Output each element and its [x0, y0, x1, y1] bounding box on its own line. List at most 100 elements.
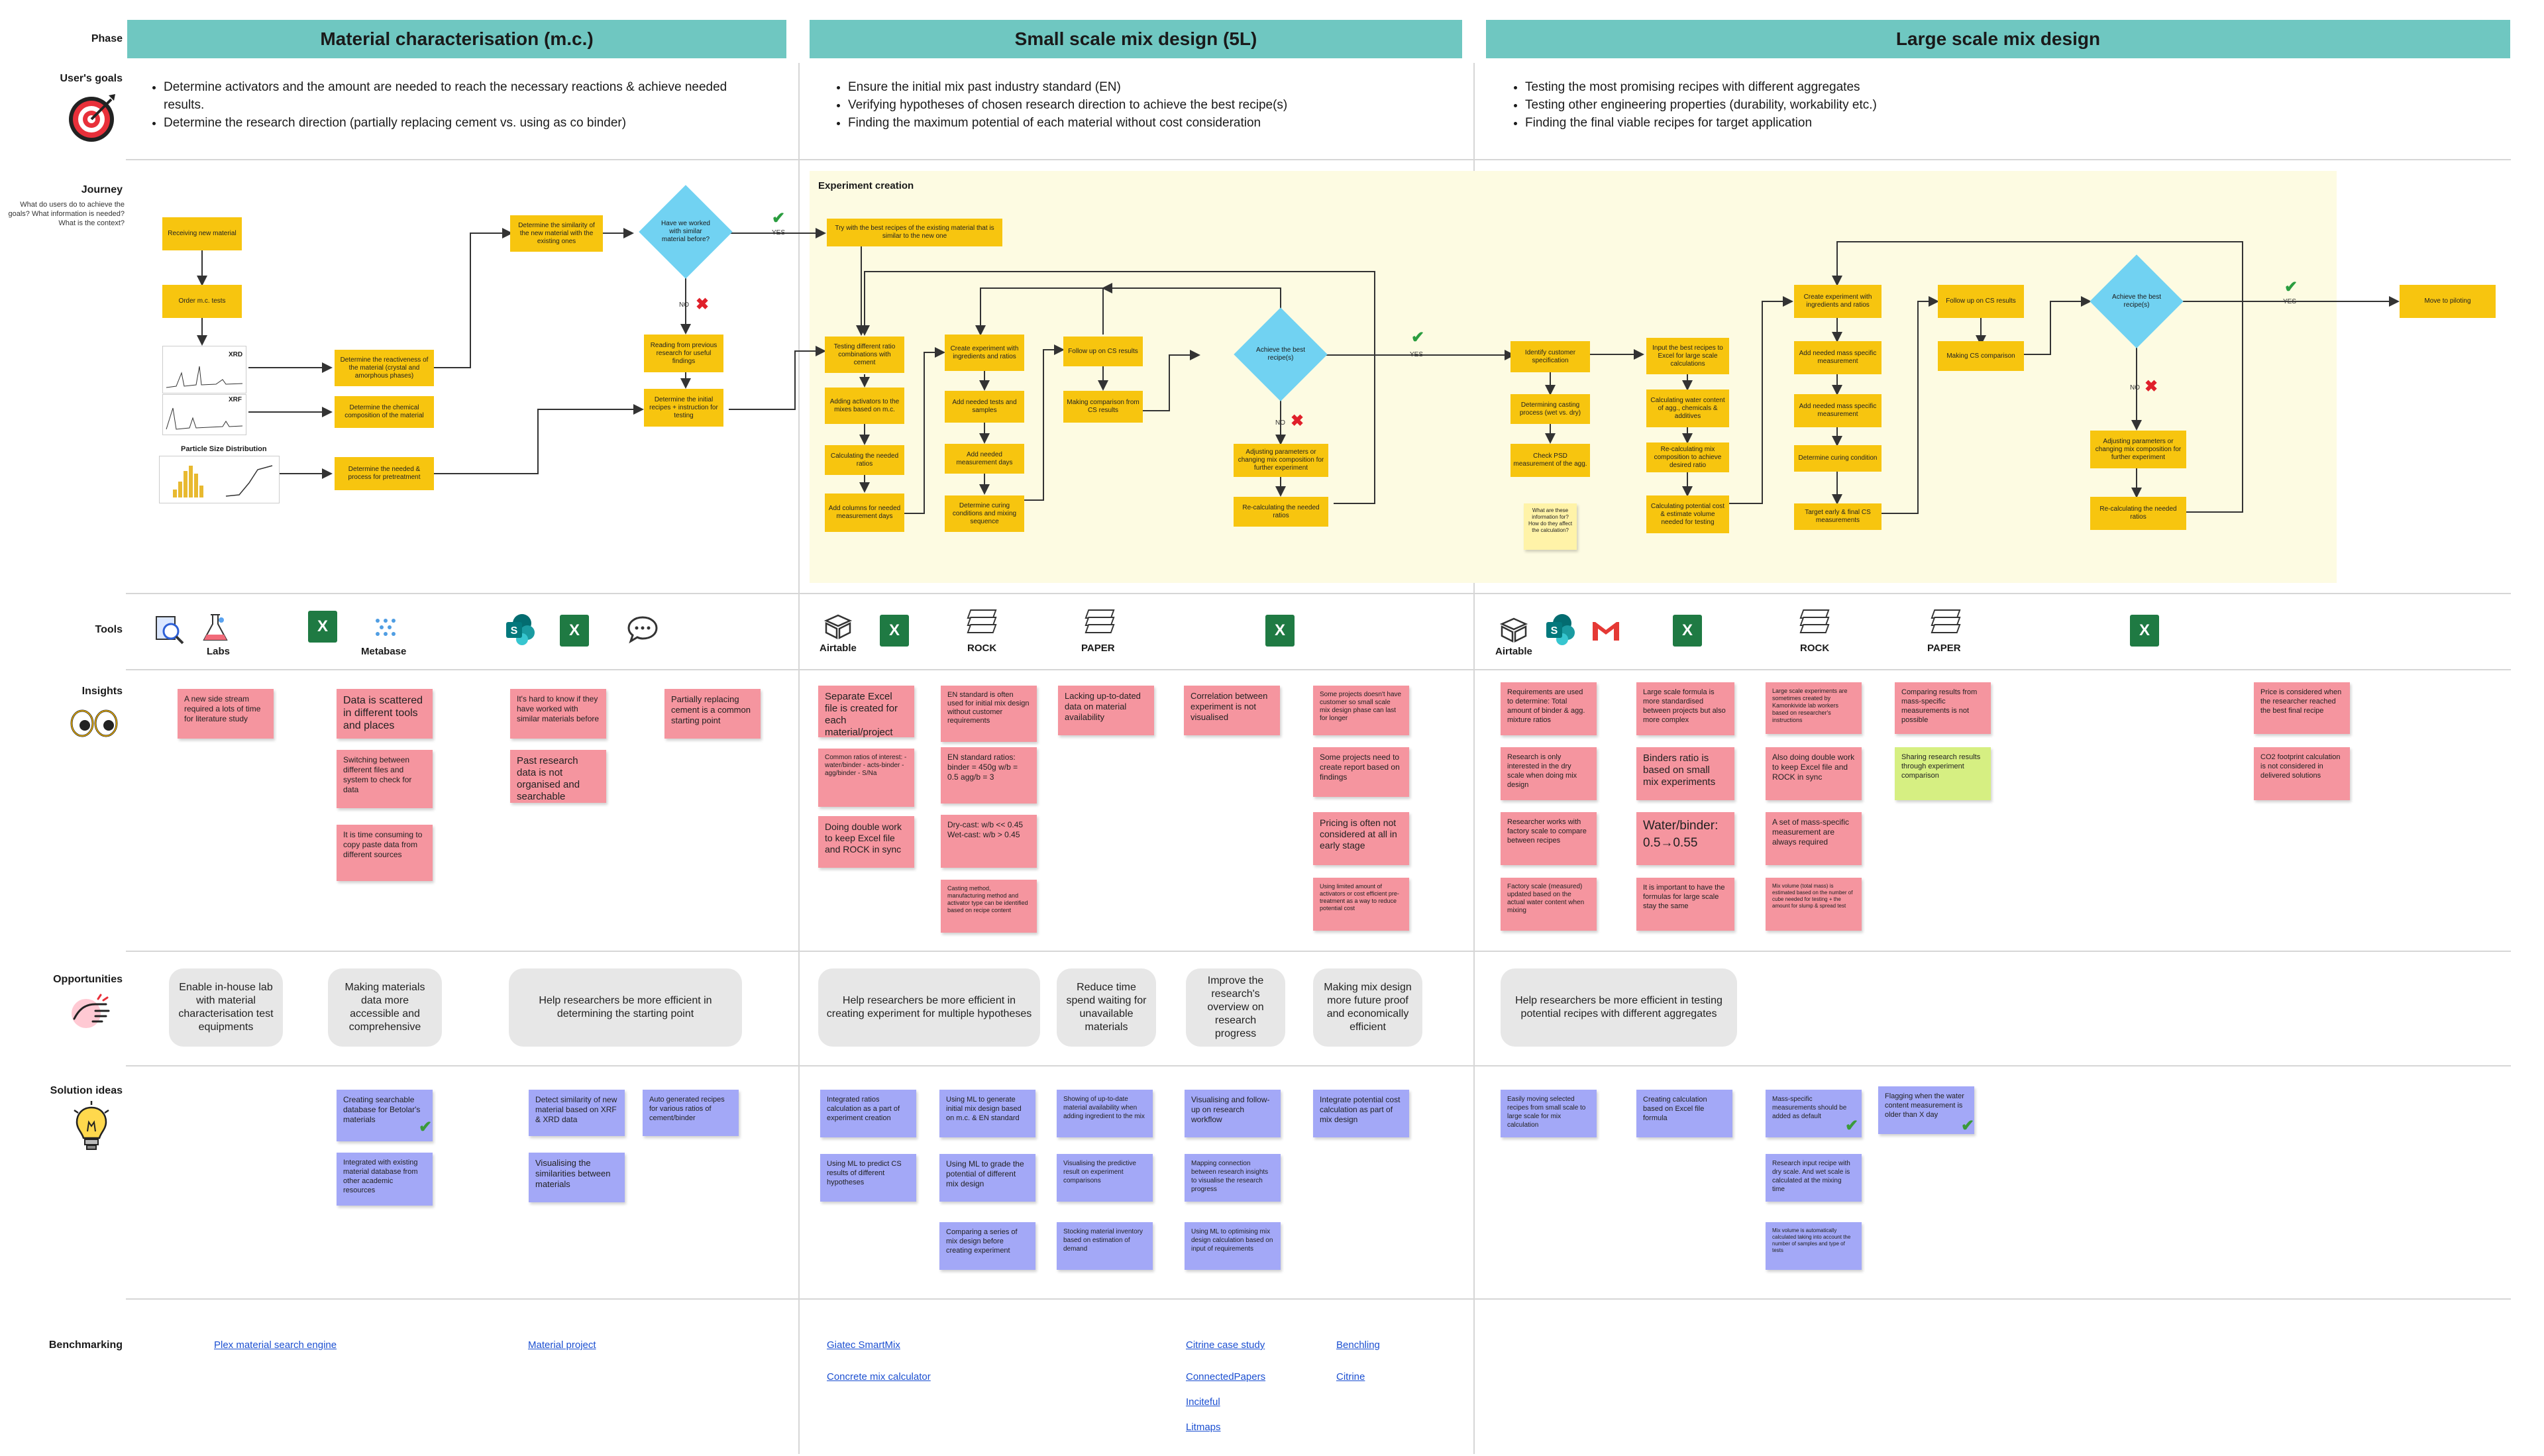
solution-note: Research input recipe with dry scale. An… [1766, 1154, 1862, 1202]
flow-box-follow-cs: Follow up on CS results [1938, 285, 2024, 318]
insight-note: Large scale formula is more standardised… [1636, 682, 1734, 735]
opportunity-card: Help researchers be more efficient in te… [1501, 968, 1737, 1047]
solution-note: Creating calculation based on Excel file… [1636, 1090, 1732, 1137]
check-icon: ✔ [419, 1118, 433, 1136]
solution-note: Visualising the predictive result on exp… [1057, 1154, 1153, 1202]
insight-note: Binders ratio is based on small mix expe… [1636, 747, 1734, 800]
insight-note: Sharing research results through experim… [1895, 747, 1991, 800]
solution-note: Creating searchable database for Betolar… [337, 1090, 433, 1141]
solution-note: Using ML to grade the potential of diffe… [939, 1154, 1035, 1202]
solution-note: Mass-specific measurements should be add… [1766, 1090, 1862, 1137]
decision-achieve-best-small: Achieve the best recipe(s) [1234, 307, 1328, 401]
insight-note: Partially replacing cement is a common s… [664, 689, 761, 739]
goal-item: Testing the most promising recipes with … [1525, 78, 2188, 96]
benchmark-link[interactable]: Citrine [1336, 1371, 1365, 1382]
search-icon [154, 613, 187, 649]
tool-labs-label: Labs [207, 646, 231, 657]
insight-note: It's hard to know if they have worked wi… [510, 689, 606, 739]
benchmark-link[interactable]: Benchling [1336, 1339, 1380, 1351]
chat-icon [626, 615, 659, 647]
no-label: NO [1275, 419, 1285, 427]
flow-box-identify: Identify customer specification [1510, 341, 1590, 372]
journey-row-label: Journey [81, 184, 123, 195]
insight-note: Past research data is not organised and … [510, 750, 606, 803]
insight-note: Correlation between experiment is not vi… [1184, 686, 1280, 735]
decision-worked-before: Have we worked with similar material bef… [639, 185, 733, 279]
flow-box-cs-comparison: Making CS comparison [1938, 341, 2024, 371]
tool-rock-label: ROCK [1800, 643, 1830, 654]
solution-note: Flagging when the water content measurem… [1878, 1086, 1974, 1134]
flow-box-reactiveness: Determine the reactiveness of the materi… [335, 350, 434, 386]
flow-box-chemical: Determine the chemical composition of th… [335, 396, 434, 428]
goal-item: Determine activators and the amount are … [164, 78, 760, 114]
goal-item: Testing other engineering properties (du… [1525, 96, 2188, 114]
insights-row-label: Insights [81, 686, 123, 697]
benchmark-link[interactable]: Plex material search engine [214, 1339, 337, 1351]
eyes-icon [70, 709, 119, 741]
psd-chart-image [159, 456, 280, 503]
benchmark-link[interactable]: Concrete mix calculator [827, 1371, 931, 1382]
benchmark-link[interactable]: ConnectedPapers [1186, 1371, 1266, 1382]
insight-note: Mix volume (total mass) is estimated bas… [1766, 878, 1862, 931]
insight-note: EN standard is often used for initial mi… [941, 686, 1037, 742]
flow-box-comparison: Making comparison from CS results [1063, 391, 1143, 423]
flow-box-similarity: Determine the similarity of the new mate… [510, 215, 603, 252]
flow-box-adjusting-large: Adjusting parameters or changing mix com… [2090, 431, 2186, 468]
insight-note: Common ratios of interest: - water/binde… [818, 749, 914, 807]
benchmark-link[interactable]: Giatec SmartMix [827, 1339, 900, 1351]
solution-note: Showing of up-to-date material availabil… [1057, 1090, 1153, 1137]
benchmark-link[interactable]: Material project [528, 1339, 596, 1351]
flask-icon [199, 611, 232, 647]
sharepoint-icon: S [504, 613, 537, 649]
insight-note: Some projects need to create report base… [1313, 747, 1409, 797]
note-question: What are these information for? How do t… [1524, 503, 1577, 550]
no-label: NO [679, 301, 689, 309]
xrd-chart-image [162, 346, 246, 393]
flow-box-adjusting: Adjusting parameters or changing mix com… [1234, 444, 1328, 477]
x-icon: ✖ [1291, 412, 1304, 430]
flow-box-initial-recipes: Determine the initial recipes + instruct… [644, 389, 723, 427]
opportunity-card: Help researchers be more efficient in de… [509, 968, 742, 1047]
flow-box-add-columns: Add columns for needed measurement days [825, 494, 904, 532]
excel-icon: X [2130, 615, 2159, 647]
flow-box-pretreatment: Determine the needed & process for pretr… [335, 457, 434, 490]
goals-row-label: User's goals [60, 73, 123, 84]
benchmarking-row-label: Benchmarking [48, 1339, 123, 1351]
journey-row-sublabel: What do users do to achieve the goals? W… [8, 201, 125, 227]
flow-box-target-cs: Target early & final CS measurements [1794, 503, 1882, 530]
goals-large-scale: Testing the most promising recipes with … [1510, 78, 2188, 132]
paper-icon [1930, 608, 1961, 635]
solution-note: Detect similarity of new material based … [529, 1090, 625, 1136]
solution-note: Comparing a series of mix design before … [939, 1222, 1035, 1270]
goals-small-scale: Ensure the initial mix past industry sta… [833, 78, 1464, 132]
tool-paper-label: PAPER [1081, 643, 1115, 654]
insight-note: A set of mass-specific measurement are a… [1766, 812, 1862, 865]
phase-small-scale: Small scale mix design (5L) [810, 20, 1462, 58]
check-icon: ✔ [1411, 329, 1425, 346]
benchmark-link[interactable]: Citrine case study [1186, 1339, 1265, 1351]
insight-note: Using limited amount of activators or co… [1313, 878, 1409, 931]
goal-item: Finding the maximum potential of each ma… [848, 114, 1464, 132]
opportunity-card: Enable in-house lab with material charac… [169, 968, 283, 1047]
flow-box-receiving: Receiving new material [162, 217, 242, 250]
opportunity-card: Reduce time spend waiting for unavailabl… [1057, 968, 1156, 1047]
lightbulb-icon [72, 1101, 111, 1157]
xrf-table-image [162, 394, 246, 435]
flow-box-add-tests: Add needed tests and samples [945, 391, 1024, 423]
metabase-icon [374, 617, 397, 641]
goals-material-characterisation: Determine activators and the amount are … [149, 78, 760, 132]
opportunity-card: Help researchers be more efficient in cr… [818, 968, 1040, 1047]
flow-box-curing: Determine curing conditions and mixing s… [945, 495, 1024, 532]
benchmark-link[interactable]: Inciteful [1186, 1396, 1220, 1408]
no-label: NO [2130, 384, 2140, 391]
flow-box-recalculating: Re-calculating the needed ratios [1234, 497, 1328, 527]
flow-box-recalc-large: Re-calculating the needed ratios [2090, 497, 2186, 530]
solution-note: Integrated with existing material databa… [337, 1153, 433, 1206]
benchmark-link[interactable]: Litmaps [1186, 1422, 1221, 1433]
excel-icon: X [1265, 615, 1295, 647]
column-divider-2 [1473, 63, 1475, 1454]
flow-box-create-experiment: Create experiment with ingredients and r… [945, 335, 1024, 371]
row-divider [126, 669, 2511, 670]
insight-note: Large scale experiments are sometimes cr… [1766, 682, 1862, 734]
goal-item: Verifying hypotheses of chosen research … [848, 96, 1464, 114]
